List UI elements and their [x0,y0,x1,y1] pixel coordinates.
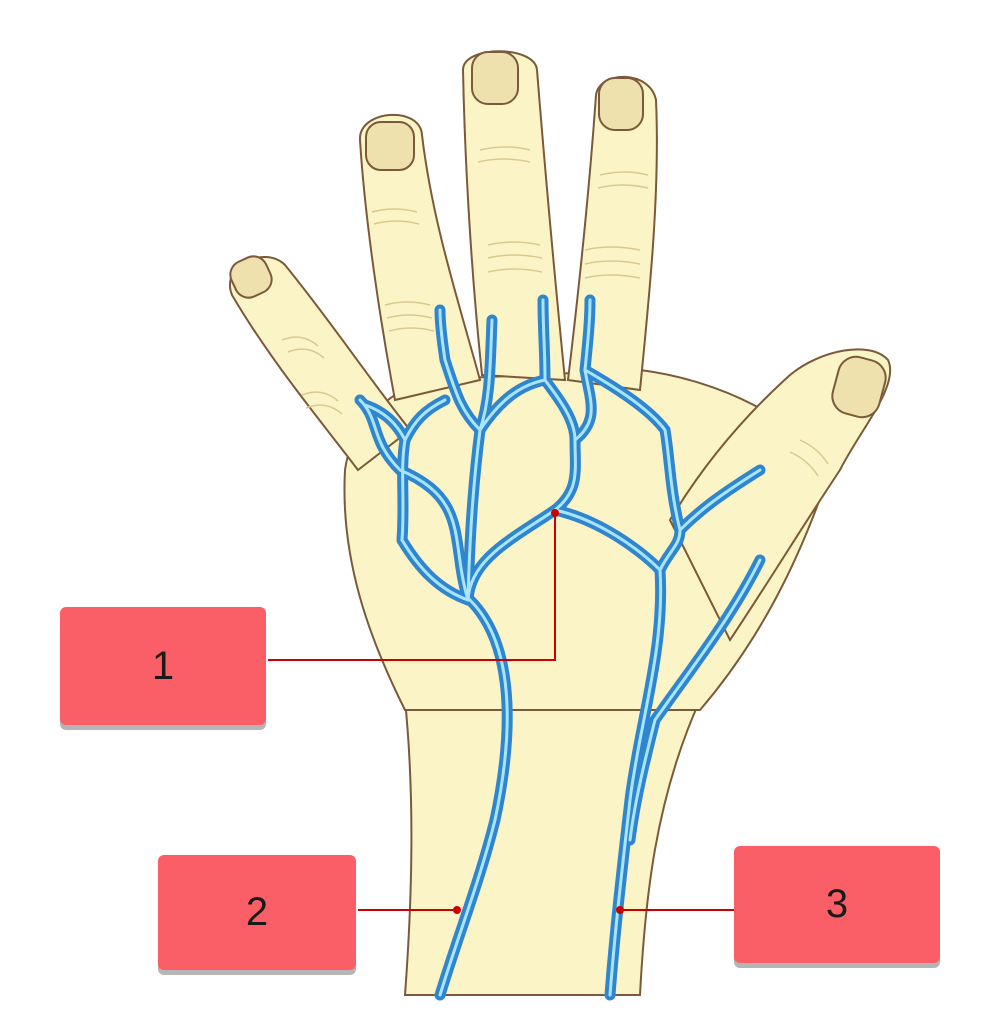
leader-lines [268,513,735,911]
label-number-2: 2 [245,890,269,934]
label-number-3: 3 [825,882,849,926]
label-box-2: 2 [158,855,356,970]
thumb [668,348,891,642]
nail-index [598,77,644,131]
ring-finger [358,114,482,402]
label-box-3: 3 [734,846,940,963]
label-box-1: 1 [60,607,266,725]
nail-middle [471,51,519,105]
knuckle-creases [281,146,829,477]
nail-ring [365,121,415,171]
leader-dot-1 [551,509,559,517]
leader-dot-2 [453,906,461,914]
wrist [403,699,702,996]
nail-little [229,255,273,299]
leader-dot-3 [616,906,624,914]
dorsal-venous-network [354,294,766,1001]
label-number-1: 1 [151,643,175,688]
leader-line-1 [268,513,556,661]
nail-thumb [831,355,887,419]
